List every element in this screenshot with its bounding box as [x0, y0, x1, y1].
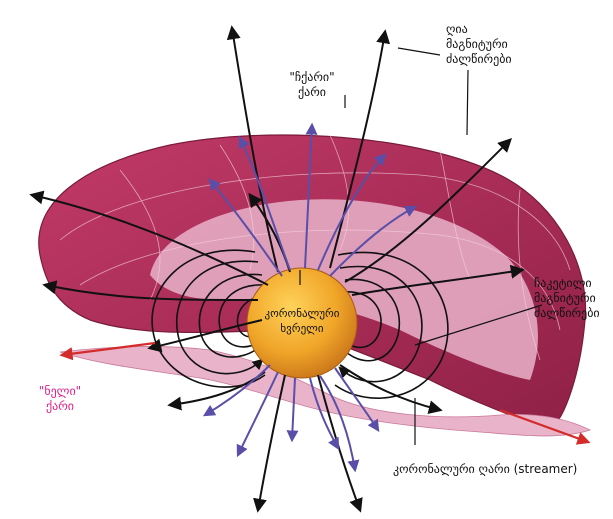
coronal-hole-label-line1: კორონალური — [262, 306, 342, 321]
open-field-lines-label-line1: ღია — [446, 22, 512, 37]
coronal-hole-label-line2: ხვრელი — [262, 321, 342, 336]
slow-wind-label-line1: "ნელი" — [30, 384, 90, 399]
streamer-label: კორონალური ღარი (streamer) — [393, 462, 577, 477]
open-field-lines-label: ღია მაგნიტური ძალწირები — [446, 22, 512, 67]
fast-wind-label-line1: "ჩქარი" — [282, 70, 342, 85]
fast-wind-label: "ჩქარი" ქარი — [282, 70, 342, 100]
slow-wind-label-line2: ქარი — [30, 399, 90, 414]
closed-field-lines-label-line2: მაგნიტური — [534, 291, 600, 306]
coronal-hole-label: კორონალური ხვრელი — [262, 306, 342, 336]
open-field-lines-label-line3: ძალწირები — [446, 52, 512, 67]
closed-field-lines-label: ჩაკეტილი მაგნიტური ძალწირები — [534, 276, 600, 321]
closed-field-lines-label-line1: ჩაკეტილი — [534, 276, 600, 291]
closed-field-lines-label-line3: ძალწირები — [534, 306, 600, 321]
fast-wind-label-line2: ქარი — [282, 85, 342, 100]
slow-wind-label: "ნელი" ქარი — [30, 384, 90, 414]
open-field-lines-label-line2: მაგნიტური — [446, 37, 512, 52]
